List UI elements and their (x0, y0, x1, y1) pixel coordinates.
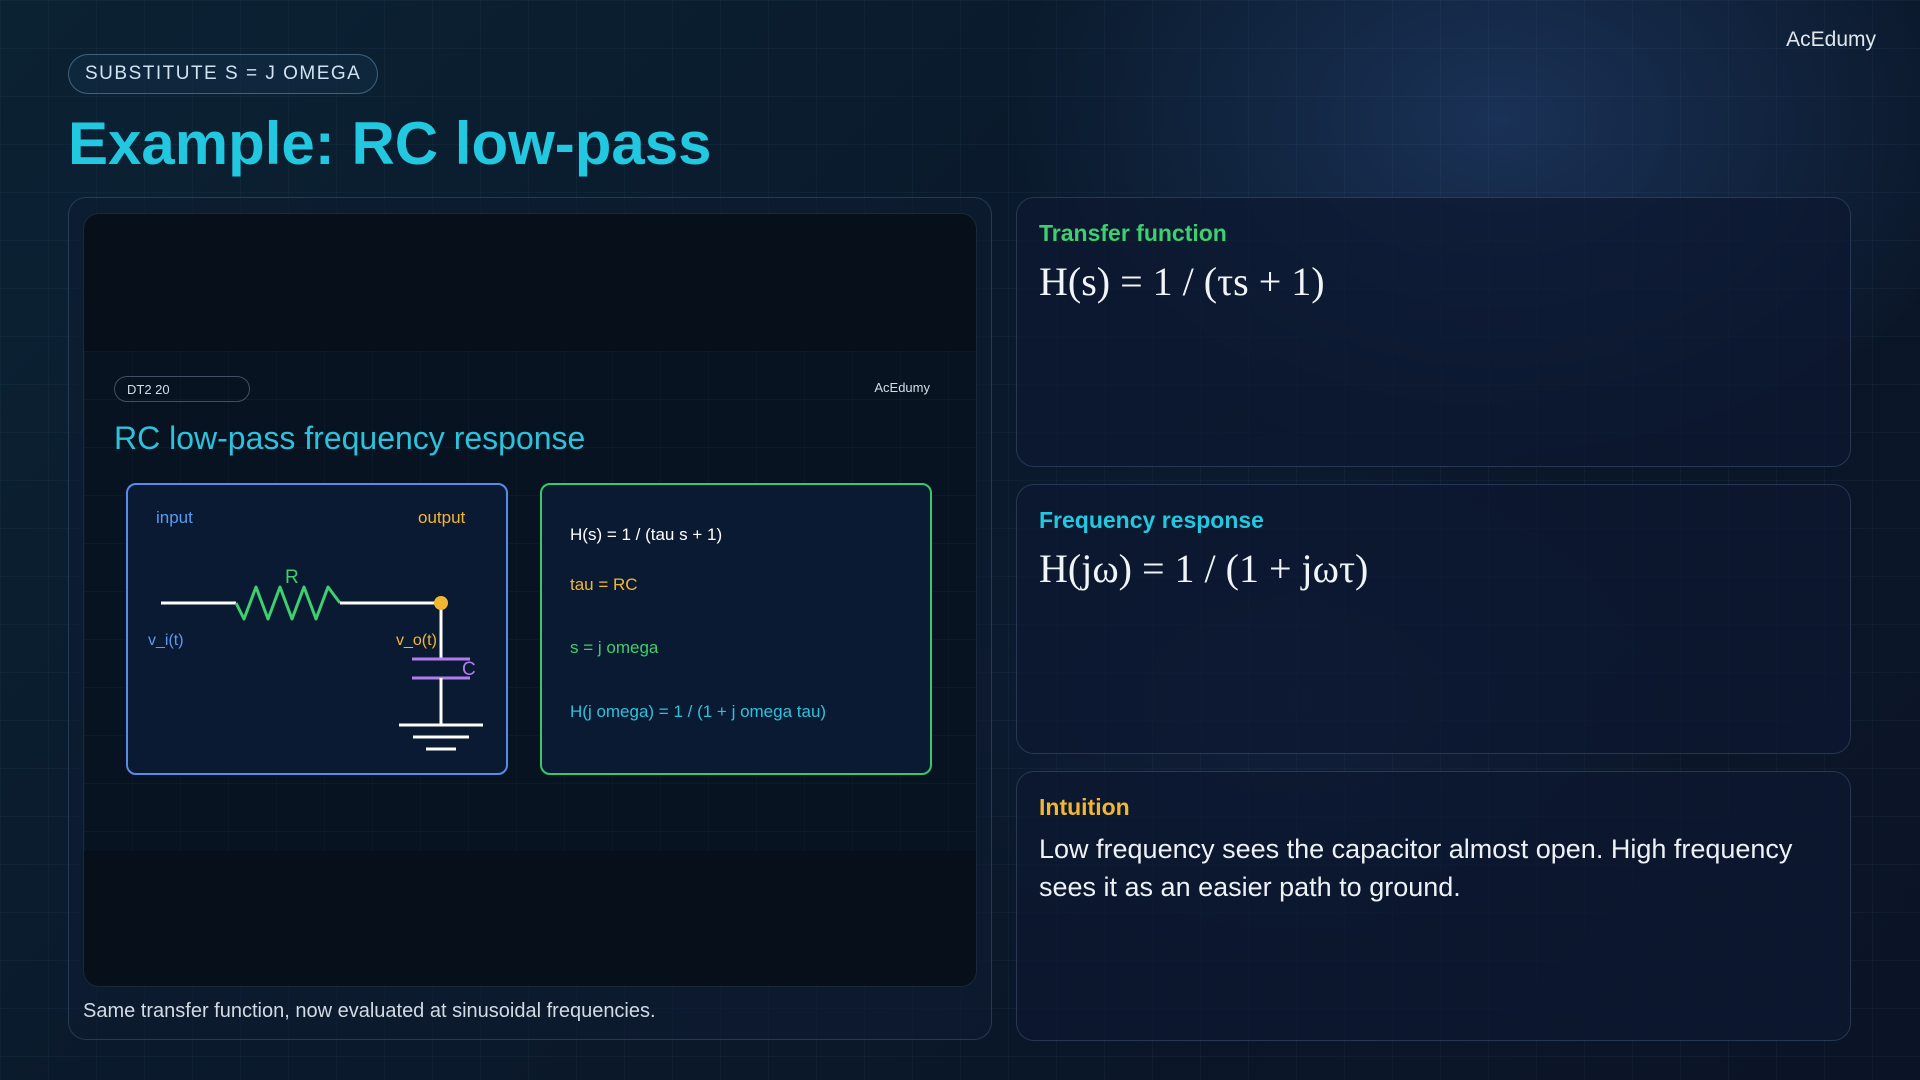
embedded-slide-pill: DT2 20 (114, 376, 250, 402)
resistor-label: R (285, 567, 299, 588)
circuit-diagram: input output R C v_i(t) v_o(t (126, 483, 508, 775)
embedded-slide-title: RC low-pass frequency response (114, 420, 586, 456)
circuit-schematic: input output R C v_i(t) v_o(t (148, 508, 483, 751)
equation-tau: tau = RC (570, 575, 638, 594)
embedded-slide-pill-text: DT2 20 (127, 381, 170, 397)
resistor (234, 585, 342, 621)
intuition-label: Intuition (1039, 794, 1130, 820)
output-label: output (418, 508, 466, 527)
equation-transfer: H(s) = 1 / (tau s + 1) (570, 525, 723, 544)
page-title: Example: RC low-pass (68, 110, 712, 177)
equation-panel: H(s) = 1 / (tau s + 1) tau = RC s = j om… (540, 483, 932, 775)
equation-substitution: s = j omega (570, 638, 659, 657)
equation-frequency: H(j omega) = 1 / (1 + j omega tau) (570, 702, 827, 721)
section-pill: SUBSTITUTE S = J OMEGA (68, 54, 379, 94)
transfer-function-formula: H(s) = 1 / (τs + 1) (1039, 259, 1325, 304)
brand-label: AcEdumy (1786, 28, 1876, 51)
transfer-function-label: Transfer function (1039, 220, 1227, 246)
input-label: input (156, 508, 193, 527)
section-pill-text: SUBSTITUTE S = J OMEGA (85, 63, 362, 84)
frequency-response-label: Frequency response (1039, 507, 1264, 533)
slide-caption: Same transfer function, now evaluated at… (83, 1000, 656, 1022)
intuition-card: Intuition Low frequency sees the capacit… (1016, 771, 1851, 1041)
frequency-response-formula: H(jω) = 1 / (1 + jωτ) (1039, 546, 1369, 591)
vout-label: v_o(t) (396, 632, 437, 649)
capacitor-label: C (462, 659, 476, 680)
output-node (434, 596, 448, 610)
intuition-text: Low frequency sees the capacitor almost … (1039, 834, 1793, 902)
vin-label: v_i(t) (148, 632, 184, 649)
slide-preview-card: DT2 20 AcEdumy RC low-pass frequency res… (68, 197, 992, 1040)
embedded-slide: DT2 20 AcEdumy RC low-pass frequency res… (83, 213, 977, 987)
embedded-slide-content: DT2 20 AcEdumy RC low-pass frequency res… (84, 351, 976, 851)
embedded-slide-brand: AcEdumy (874, 380, 930, 395)
frequency-response-card: Frequency response H(jω) = 1 / (1 + jωτ) (1016, 484, 1851, 754)
transfer-function-card: Transfer function H(s) = 1 / (τs + 1) (1016, 197, 1851, 467)
